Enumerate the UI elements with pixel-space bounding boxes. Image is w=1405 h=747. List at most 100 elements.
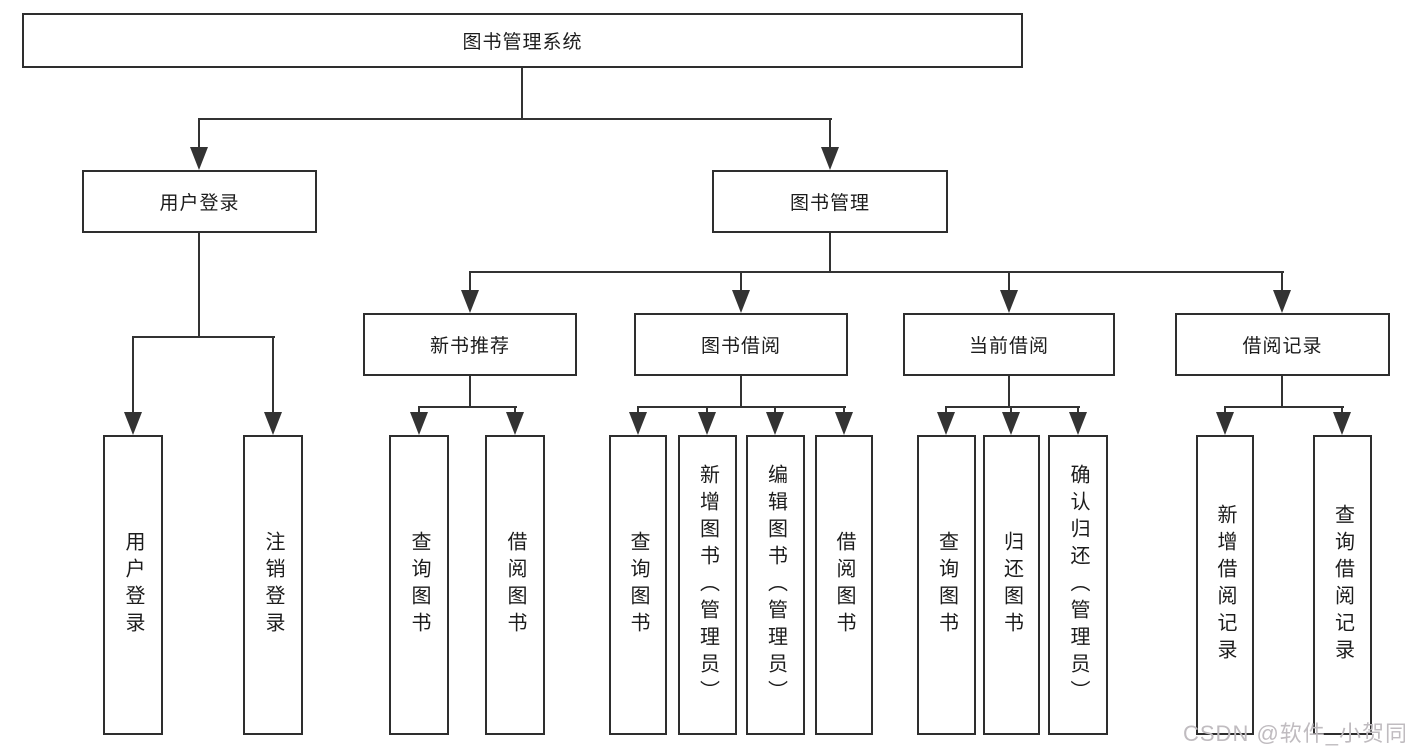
node-logout-action: 注销登录: [243, 435, 303, 735]
connector-line: [829, 233, 831, 273]
connector-arrow-down: [1002, 406, 1020, 435]
connector-arrow-down: [835, 406, 853, 435]
node-confirm-return-admin: 确认归还（管理员）: [1048, 435, 1108, 735]
connector-line: [1281, 376, 1283, 408]
node-query-books-borrowing: 查询图书: [609, 435, 667, 735]
connector-arrow-down: [732, 271, 750, 313]
node-query-borrow-record: 查询借阅记录: [1313, 435, 1372, 735]
arrow-head-icon: [835, 412, 853, 435]
node-add-books-admin: 新增图书（管理员）: [678, 435, 737, 735]
node-query-books-current: 查询图书: [917, 435, 976, 735]
connector-arrow-down: [1273, 271, 1291, 313]
node-label: 当前借阅: [968, 336, 1049, 357]
node-borrow-books-recommend: 借阅图书: [485, 435, 545, 735]
node-library-management-system: 图书管理系统: [22, 13, 1023, 68]
arrow-head-icon: [1000, 290, 1018, 313]
arrow-head-icon: [1333, 412, 1351, 435]
arrow-head-icon: [410, 412, 428, 435]
connector-line: [469, 376, 471, 408]
node-label: 查询图书: [627, 531, 649, 639]
arrow-head-icon: [937, 412, 955, 435]
arrow-head-icon: [190, 147, 208, 170]
node-label: 用户登录: [159, 193, 240, 214]
arrow-stem: [1008, 271, 1010, 299]
connector-arrow-down: [629, 406, 647, 435]
node-label: 图书管理系统: [462, 32, 583, 53]
arrow-stem: [272, 336, 274, 421]
node-book-management: 图书管理: [712, 170, 948, 233]
node-book-borrowing: 图书借阅: [634, 313, 848, 376]
arrow-head-icon: [1002, 412, 1020, 435]
arrow-head-icon: [506, 412, 524, 435]
arrow-head-icon: [821, 147, 839, 170]
connector-arrow-down: [461, 271, 479, 313]
connector-arrow-down: [766, 406, 784, 435]
node-label: 新增图书（管理员）: [696, 463, 719, 707]
node-label: 确认归还（管理员）: [1067, 463, 1089, 707]
connector-arrow-down: [1216, 406, 1234, 435]
node-label: 归还图书: [1000, 531, 1023, 639]
node-add-borrow-record: 新增借阅记录: [1196, 435, 1254, 735]
connector-arrow-down: [506, 406, 524, 435]
node-label: 借阅图书: [833, 531, 855, 639]
node-label: 图书借阅: [700, 336, 781, 357]
connector-line: [1008, 376, 1010, 408]
arrow-stem: [132, 336, 134, 421]
connector-arrow-down: [937, 406, 955, 435]
connector-line: [132, 336, 275, 338]
node-user-login-action: 用户登录: [103, 435, 163, 735]
node-label: 新增借阅记录: [1214, 504, 1236, 666]
node-query-books-recommend: 查询图书: [389, 435, 449, 735]
node-borrowing-records: 借阅记录: [1175, 313, 1390, 376]
arrow-head-icon: [698, 412, 716, 435]
connector-arrow-down: [124, 336, 142, 435]
arrow-head-icon: [264, 412, 282, 435]
arrow-head-icon: [732, 290, 750, 313]
arrow-stem: [740, 271, 742, 299]
arrow-head-icon: [629, 412, 647, 435]
connector-line: [198, 118, 832, 120]
arrow-stem: [1281, 271, 1283, 299]
node-user-login: 用户登录: [82, 170, 317, 233]
csdn-watermark: CSDN @软件_小贺同学: [1183, 721, 1405, 746]
connector-line: [740, 376, 742, 408]
connector-line: [637, 406, 846, 408]
connector-arrow-down: [1333, 406, 1351, 435]
arrow-stem: [829, 118, 831, 156]
arrow-head-icon: [1216, 412, 1234, 435]
node-label: 编辑图书（管理员）: [764, 463, 787, 707]
connector-line: [469, 271, 1284, 273]
arrow-stem: [469, 271, 471, 299]
connector-line: [945, 406, 1080, 408]
arrow-head-icon: [124, 412, 142, 435]
node-current-borrowing: 当前借阅: [903, 313, 1115, 376]
node-label: 注销登录: [262, 531, 284, 639]
node-label: 查询图书: [408, 531, 430, 639]
connector-line: [1224, 406, 1344, 408]
node-label: 查询图书: [935, 531, 958, 639]
node-label: 图书管理: [789, 193, 870, 214]
node-edit-books-admin: 编辑图书（管理员）: [746, 435, 805, 735]
node-label: 新书推荐: [429, 336, 510, 357]
node-return-books: 归还图书: [983, 435, 1040, 735]
connector-arrow-down: [264, 336, 282, 435]
connector-arrow-down: [190, 118, 208, 170]
arrow-head-icon: [1273, 290, 1291, 313]
connector-line: [418, 406, 517, 408]
node-label: 查询借阅记录: [1331, 504, 1354, 666]
connector-line: [198, 233, 200, 338]
connector-arrow-down: [1000, 271, 1018, 313]
node-label: 借阅图书: [504, 531, 526, 639]
node-borrow-books: 借阅图书: [815, 435, 873, 735]
arrow-head-icon: [1069, 412, 1087, 435]
connector-arrow-down: [1069, 406, 1087, 435]
node-label: 用户登录: [122, 531, 144, 639]
arrow-head-icon: [766, 412, 784, 435]
connector-arrow-down: [821, 118, 839, 170]
arrow-stem: [198, 118, 200, 156]
node-new-book-recommendation: 新书推荐: [363, 313, 577, 376]
connector-arrow-down: [698, 406, 716, 435]
connector-arrow-down: [410, 406, 428, 435]
arrow-head-icon: [461, 290, 479, 313]
